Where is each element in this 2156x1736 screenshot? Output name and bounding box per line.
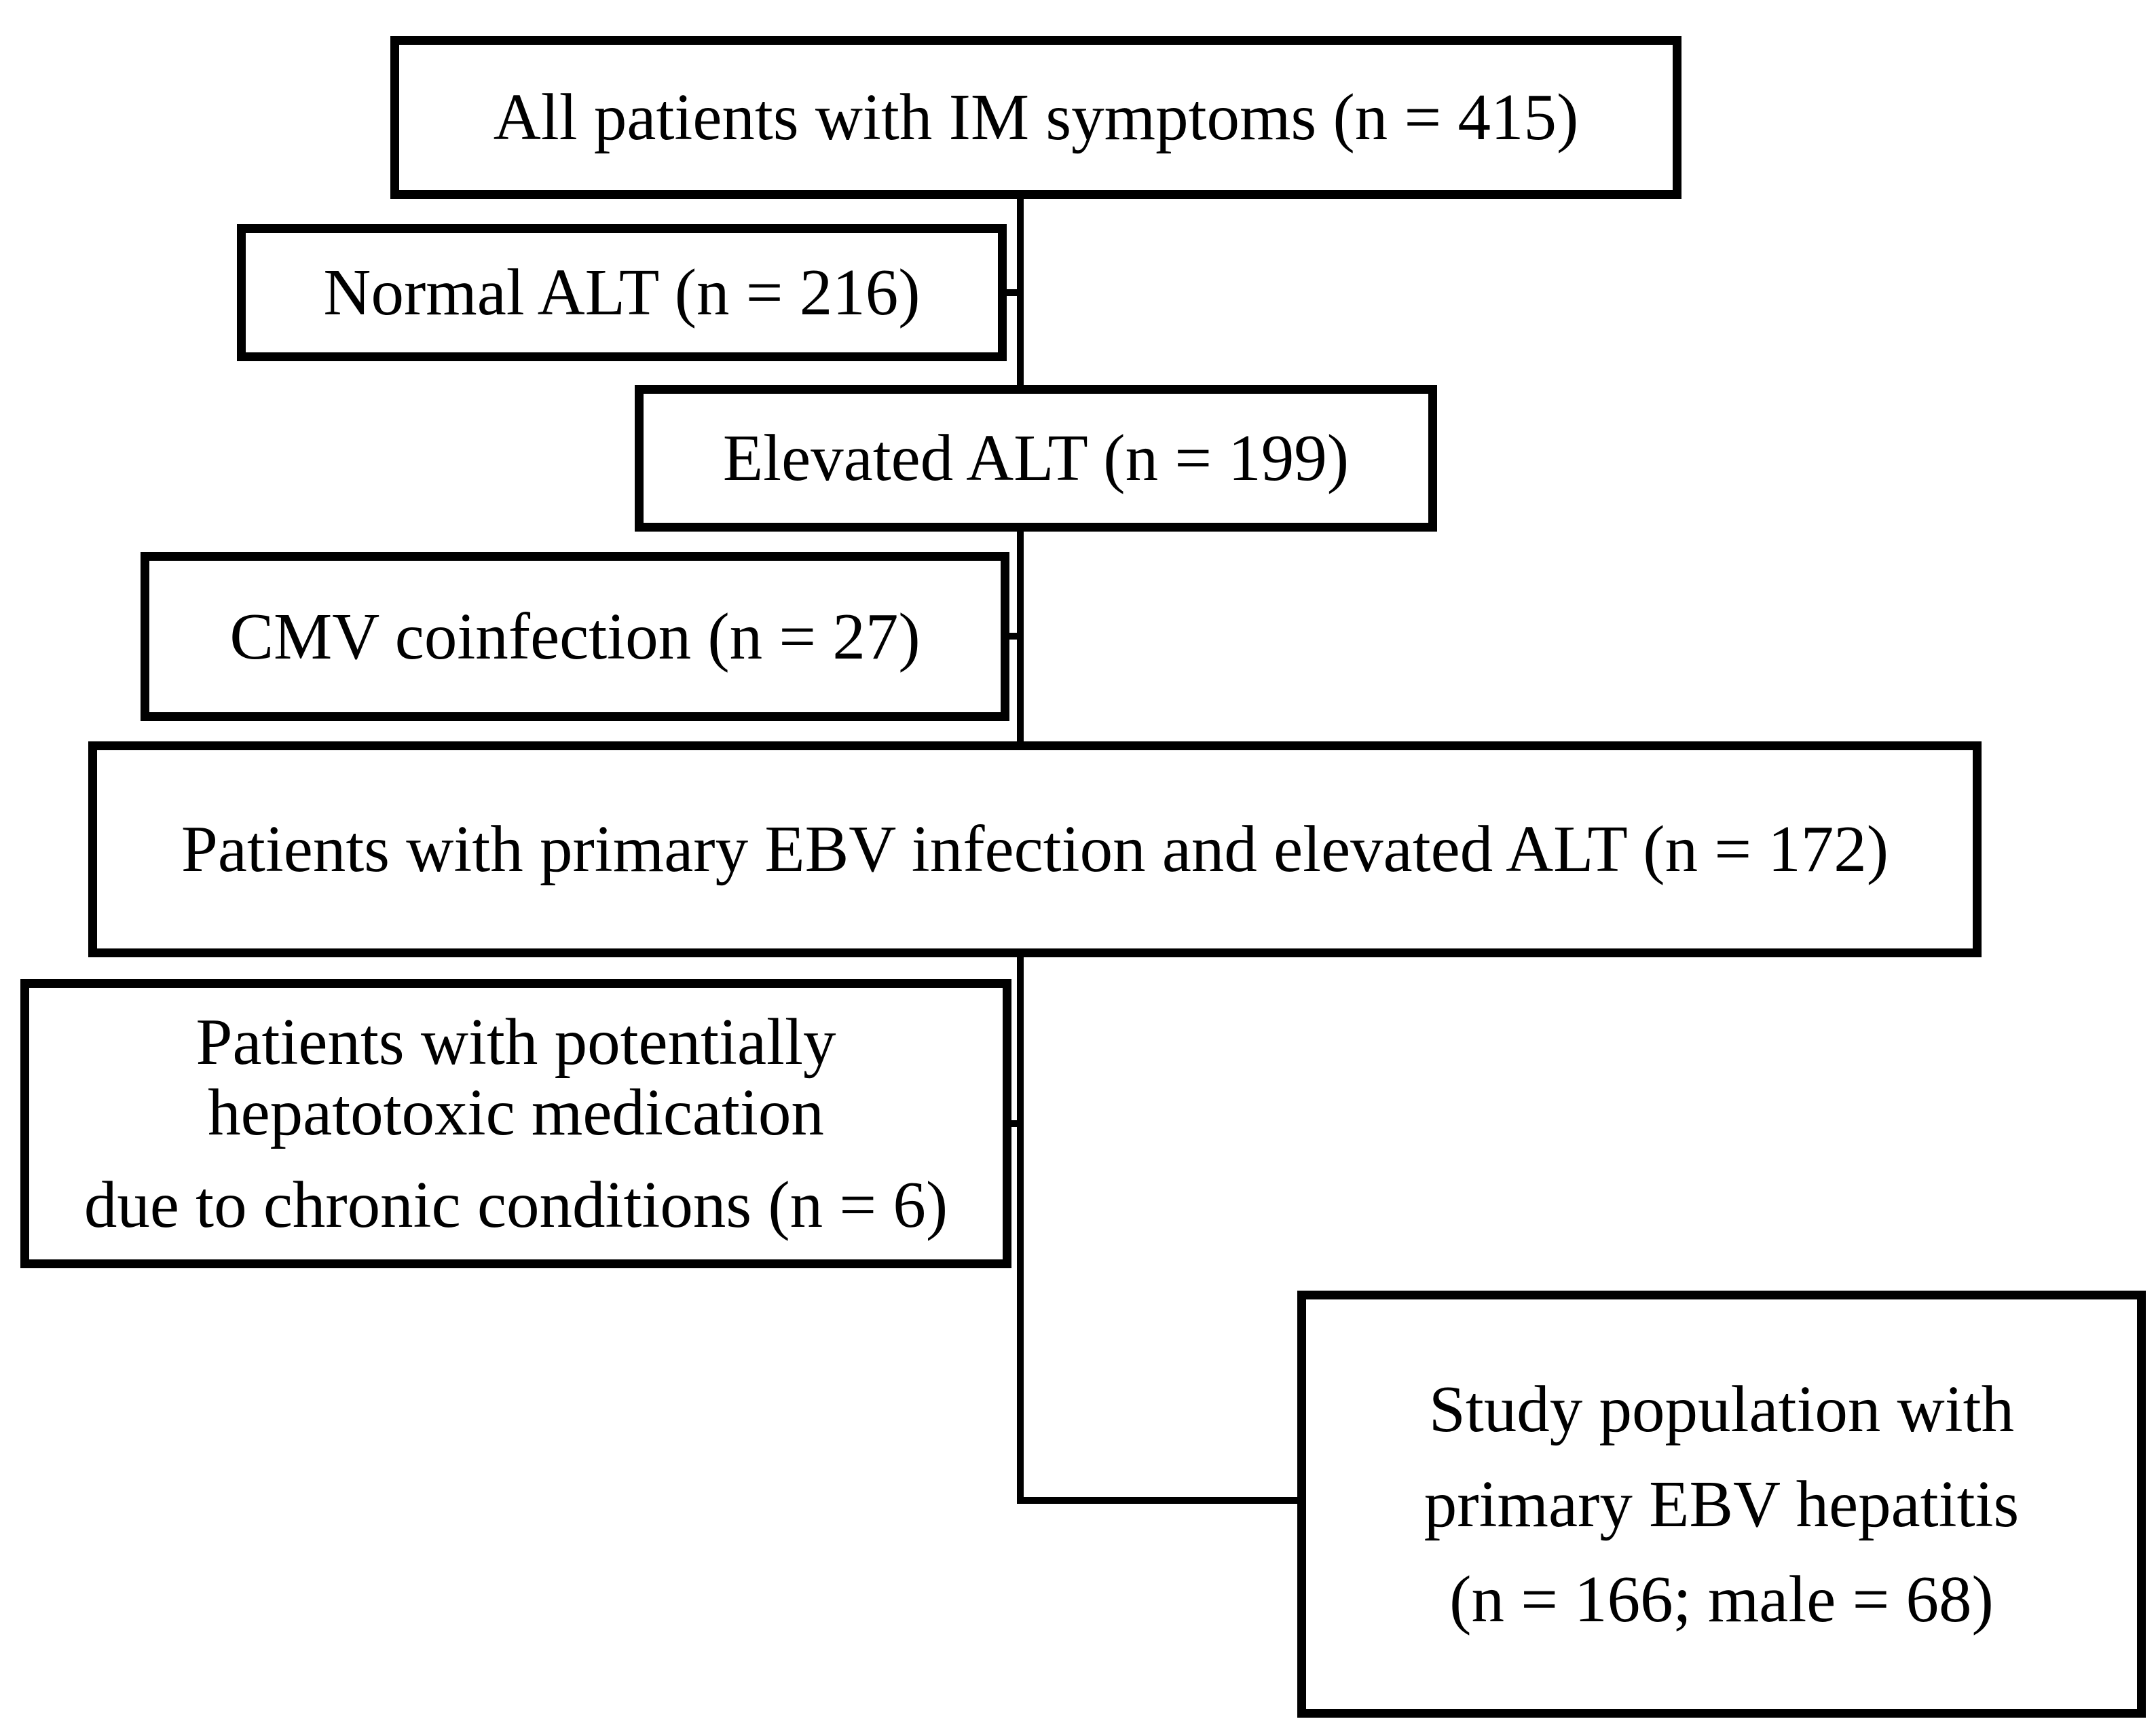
- box-label-cmv-coinfection: CMV coinfection (n = 27): [229, 599, 921, 673]
- flow-box-hepatotoxic-medication: Patients with potentially hepatotoxic me…: [20, 979, 1011, 1268]
- connector-elbow-horizontal-line: [1017, 1497, 1297, 1504]
- box-label-study-population-line1: Study population with: [1428, 1372, 2015, 1445]
- flow-box-primary-ebv-elevated-alt: Patients with primary EBV infection and …: [88, 741, 1982, 957]
- box-label-study-population-line3: (n = 166; male = 68): [1449, 1562, 1994, 1636]
- box-label-primary-ebv-elevated-alt: Patients with primary EBV infection and …: [181, 813, 1889, 886]
- connector-stub-hepatotoxic: [1008, 1120, 1018, 1127]
- flow-box-cmv-coinfection: CMV coinfection (n = 27): [141, 552, 1009, 721]
- flow-box-all-patients: All patients with IM symptoms (n = 415): [390, 36, 1681, 199]
- flow-box-study-population: Study population with primary EBV hepati…: [1297, 1291, 2146, 1718]
- box-text-hepatotoxic-medication: Patients with potentially hepatotoxic me…: [84, 1007, 948, 1240]
- flow-box-elevated-alt: Elevated ALT (n = 199): [635, 385, 1437, 532]
- flow-box-normal-alt: Normal ALT (n = 216): [237, 224, 1007, 361]
- box-label-all-patients: All patients with IM symptoms (n = 415): [493, 81, 1579, 154]
- box-label-normal-alt: Normal ALT (n = 216): [323, 256, 921, 329]
- box-label-hepatotoxic-line3: due to chronic conditions (n = 6): [83, 1168, 948, 1241]
- box-label-elevated-alt: Elevated ALT (n = 199): [722, 422, 1350, 495]
- connector-stub-normal-alt: [1003, 289, 1018, 296]
- box-label-hepatotoxic-line1: Patients with potentially: [196, 1005, 836, 1078]
- box-text-study-population: Study population with primary EBV hepati…: [1424, 1362, 2019, 1647]
- box-label-hepatotoxic-line2: hepatotoxic medication: [208, 1076, 824, 1149]
- box-label-study-population-line2: primary EBV hepatitis: [1424, 1467, 2020, 1540]
- connector-stub-cmv-coinfection: [1006, 633, 1018, 640]
